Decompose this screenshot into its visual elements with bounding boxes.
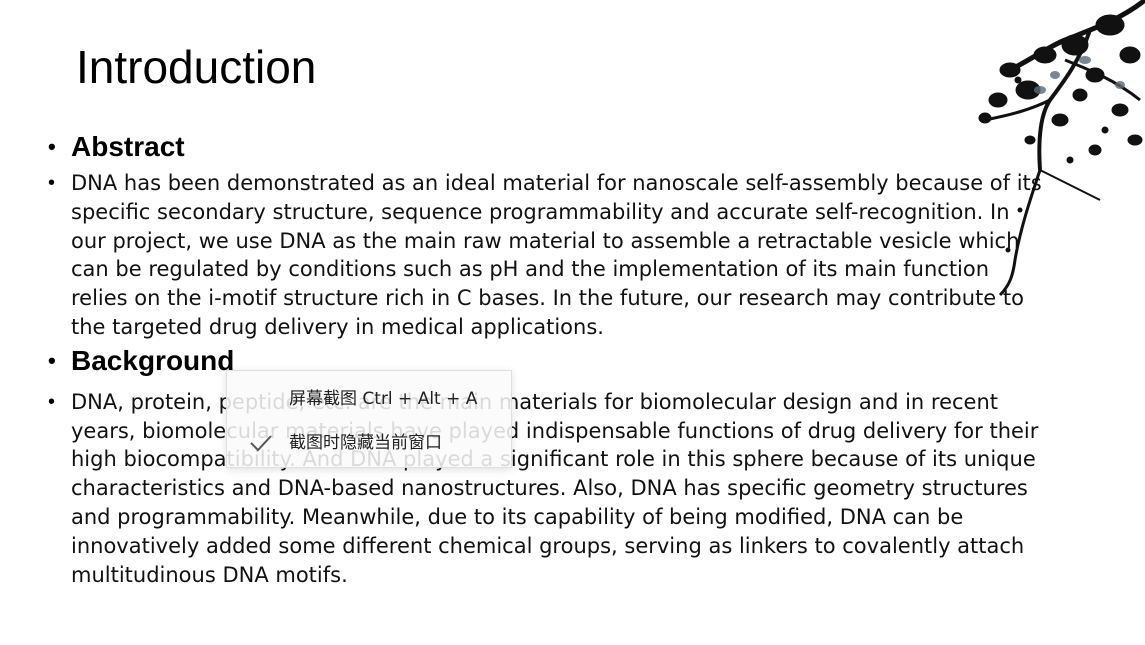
abstract-heading-text: Abstract bbox=[71, 131, 185, 162]
menu-item-screenshot[interactable]: 屏幕截图 Ctrl + Alt + A bbox=[227, 381, 511, 417]
bullet-icon: • bbox=[48, 172, 56, 194]
abstract-heading: • Abstract bbox=[48, 128, 1048, 166]
menu-item-screenshot-label: 屏幕截图 Ctrl + Alt + A bbox=[289, 389, 478, 409]
abstract-paragraph-text: DNA has been demonstrated as an ideal ma… bbox=[71, 171, 1042, 339]
menu-item-hide-window[interactable]: 截图时隐藏当前窗口 bbox=[227, 425, 511, 461]
slide-title: Introduction bbox=[76, 41, 317, 93]
menu-item-hide-window-label: 截图时隐藏当前窗口 bbox=[289, 433, 442, 453]
background-paragraph: • DNA, protein, peptide, etc. are the ma… bbox=[48, 388, 1048, 590]
background-paragraph-text: DNA, protein, peptide, etc. are the main… bbox=[71, 389, 1039, 587]
bullet-icon: • bbox=[48, 390, 56, 413]
checkmark-icon bbox=[250, 435, 272, 452]
screenshot-context-menu: 屏幕截图 Ctrl + Alt + A 截图时隐藏当前窗口 bbox=[226, 370, 512, 468]
bullet-icon: • bbox=[48, 134, 56, 159]
background-heading-text: Background bbox=[71, 344, 235, 376]
bullet-icon: • bbox=[48, 347, 56, 373]
slide-body: • Abstract • DNA has been demonstrated a… bbox=[48, 128, 1048, 589]
background-heading: • Background bbox=[48, 342, 1048, 380]
ink-plum-branch-icon bbox=[978, 0, 1145, 297]
abstract-paragraph: • DNA has been demonstrated as an ideal … bbox=[48, 169, 1048, 342]
